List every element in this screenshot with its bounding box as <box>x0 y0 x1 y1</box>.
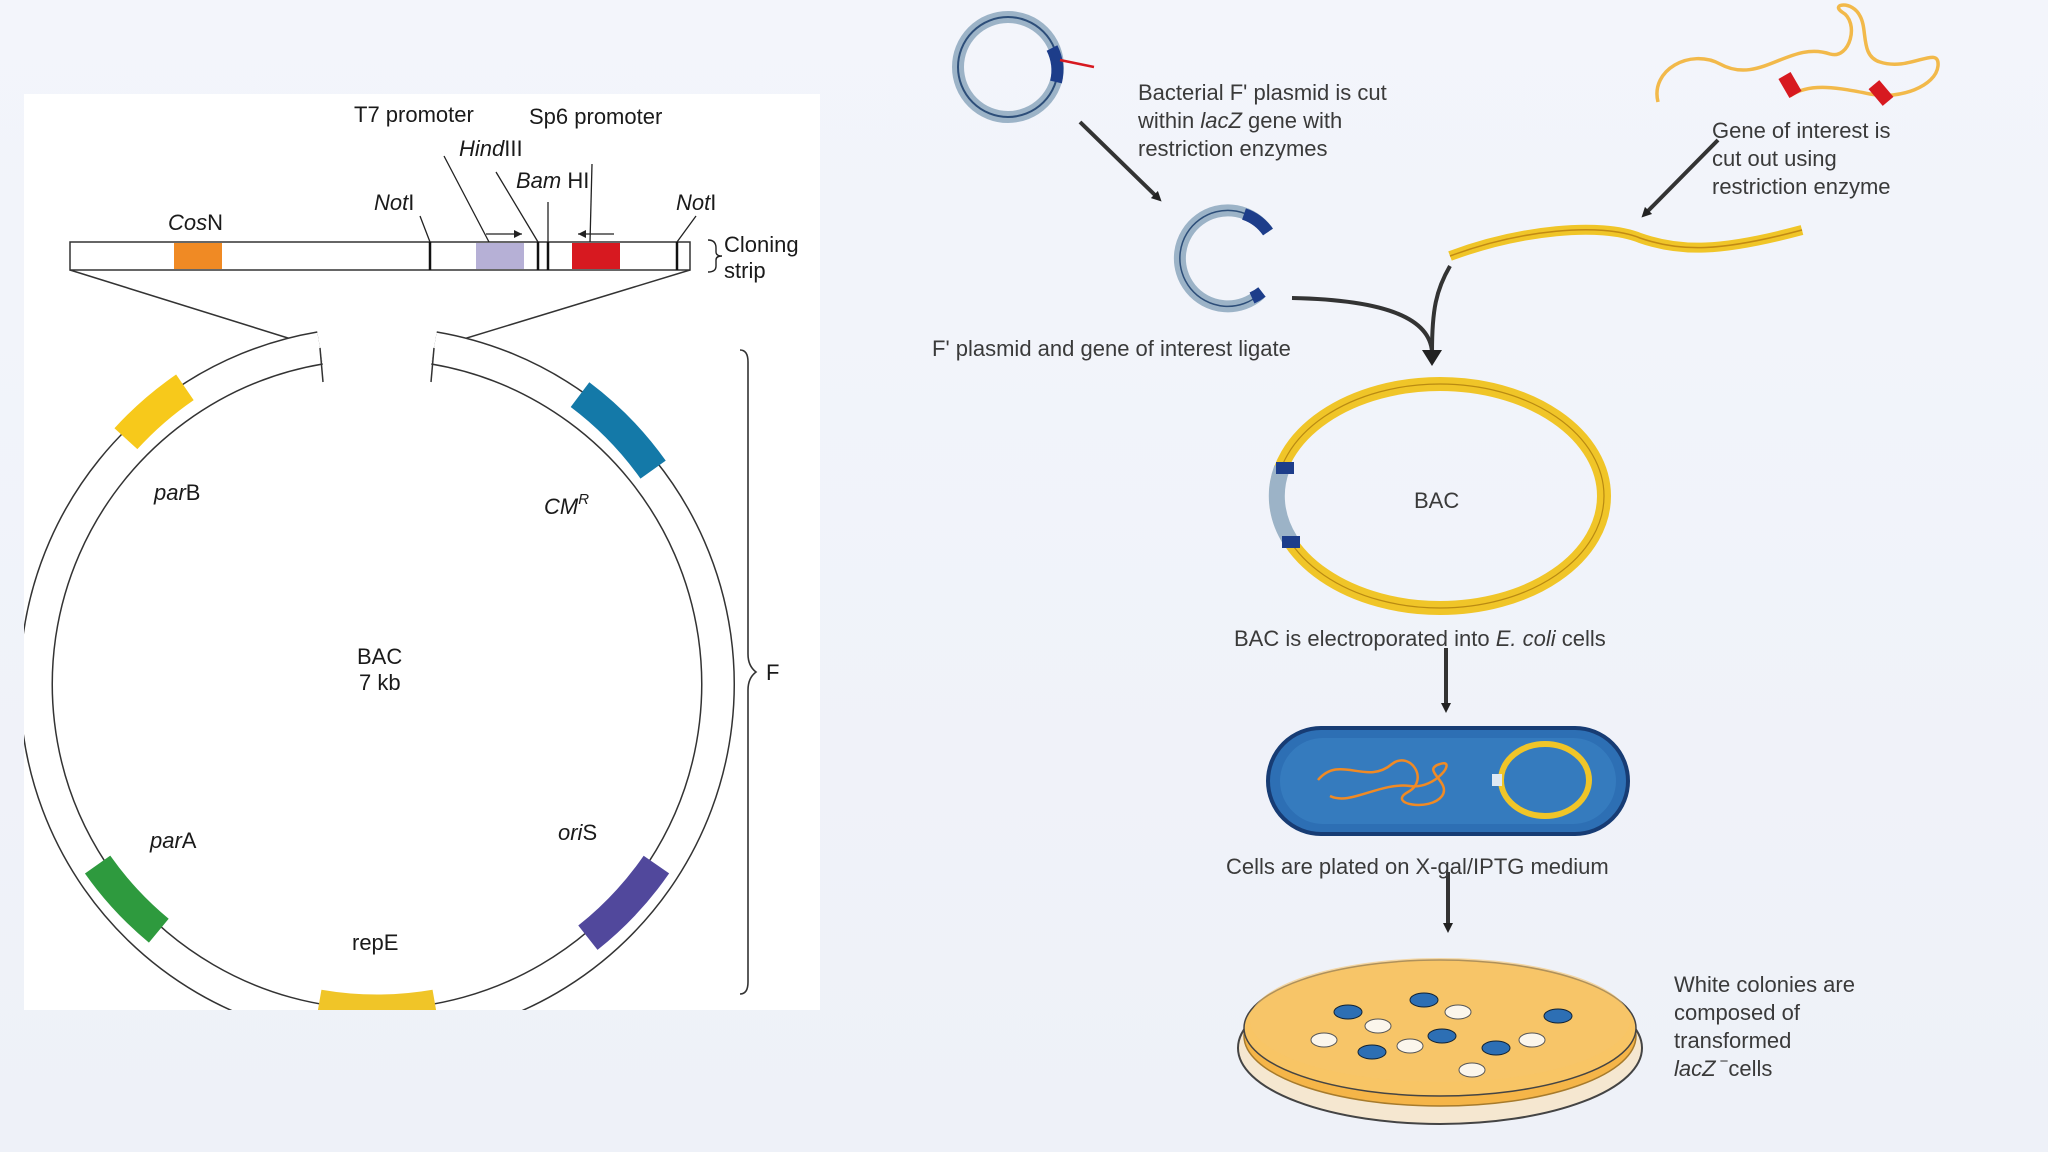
chromosomal-dna <box>1317 759 1448 807</box>
white-colony <box>1396 1038 1424 1054</box>
blue-colony <box>1357 1044 1387 1060</box>
plating-text: Cells are plated on X-gal/IPTG medium <box>1226 854 1609 879</box>
sp6-promoter-label: Sp6 promoter <box>529 104 662 129</box>
f-label: F <box>766 660 779 685</box>
bac-plasmid <box>1268 377 1611 615</box>
white-colony <box>1364 1018 1392 1034</box>
gene-text-line2: cut out using <box>1712 146 1837 171</box>
cosn-segment <box>174 243 222 269</box>
parb-segment <box>114 374 194 450</box>
white-colony <box>1458 1062 1486 1078</box>
ligate-arrowhead <box>1422 350 1442 366</box>
blue-colony <box>1409 992 1439 1008</box>
bac-vector-map: T7 promoter Sp6 promoter HindIII Bam HI … <box>19 102 799 1043</box>
lacz-region <box>1046 45 1064 84</box>
repe-segment <box>316 989 438 1026</box>
bac-label: BAC <box>1414 488 1459 513</box>
white-colony <box>1310 1032 1338 1048</box>
gene-text-line3: restriction enzyme <box>1712 174 1891 199</box>
zoom-line-right <box>433 269 691 349</box>
zoom-line-left <box>69 269 321 349</box>
ligate-curve-right <box>1430 264 1452 353</box>
cloning-strip-label-line2: strip <box>724 258 766 283</box>
t7-promoter-segment <box>476 243 524 269</box>
sp6-direction-arrowhead <box>578 230 586 238</box>
blue-colony <box>1481 1040 1511 1056</box>
bac-vector-map-panel: T7 promoter Sp6 promoter HindIII Bam HI … <box>19 94 820 1043</box>
cmr-segment <box>570 382 666 479</box>
cmr-label: CMR <box>544 491 589 519</box>
bac-in-cell <box>1498 741 1592 819</box>
ring-gap-right-edge <box>430 347 435 383</box>
petri-dish <box>1237 958 1643 1125</box>
ecoli-cell <box>1266 726 1630 836</box>
parb-label: parB <box>153 480 200 505</box>
electroporation-text: BAC is electroporated into E. coli cells <box>1234 626 1606 651</box>
step1-text-line1: Bacterial F' plasmid is cut <box>1138 80 1387 105</box>
arrow-to-gene-fragment <box>1641 138 1720 218</box>
ring-gap-left-edge <box>319 347 324 383</box>
f-plasmid-intact <box>952 11 1095 123</box>
cloning-strip-brace <box>707 239 723 273</box>
step1-text-line2: within lacZ gene with <box>1137 108 1342 133</box>
cosn-label: CosN <box>168 210 223 235</box>
f-brace <box>739 349 758 995</box>
cut-site-left-icon <box>1778 71 1802 99</box>
sp6-promoter-leader <box>589 163 593 243</box>
para-segment <box>84 855 169 943</box>
gene-fragment <box>1448 224 1804 261</box>
hindiii-label: HindIII <box>459 136 523 161</box>
oris-label: oriS <box>558 820 597 845</box>
f-plasmid-cut <box>1173 204 1274 313</box>
t7-promoter-leader <box>443 155 490 243</box>
para-label: parA <box>149 828 197 853</box>
step1-text-line3: restriction enzymes <box>1138 136 1328 161</box>
genomic-dna <box>1655 3 1940 106</box>
white-colonies-text-line3: transformed <box>1674 1028 1791 1053</box>
blue-colony <box>1333 1004 1363 1020</box>
cut-mark-icon <box>1059 58 1095 69</box>
noti-right-leader <box>676 215 697 243</box>
ligate-curve-left <box>1291 296 1434 353</box>
bamhi-label: Bam HI <box>516 168 589 193</box>
white-colonies-text-line4: lacZ−cells <box>1674 1053 1772 1081</box>
t7-promoter-label: T7 promoter <box>354 102 474 127</box>
bac-insert-region <box>1268 465 1297 545</box>
noti-left-leader <box>419 215 431 243</box>
repe-label: repE <box>352 930 398 955</box>
white-colonies-text-line1: White colonies are <box>1674 972 1855 997</box>
gene-fragment-outline <box>1449 229 1803 257</box>
blue-colony <box>1427 1028 1457 1044</box>
sp6-promoter-segment <box>572 243 620 269</box>
ligate-text: F' plasmid and gene of interest ligate <box>932 336 1291 361</box>
noti-right-label: NotI <box>676 190 716 215</box>
white-colony <box>1444 1004 1472 1020</box>
bac-title: BAC <box>357 644 402 669</box>
cloning-strip-label-line1: Cloning <box>724 232 799 257</box>
white-colonies-text-line2: composed of <box>1674 1000 1801 1025</box>
white-colony <box>1518 1032 1546 1048</box>
blue-colony <box>1543 1008 1573 1024</box>
hindiii-leader <box>495 171 539 243</box>
bac-size: 7 kb <box>359 670 401 695</box>
noti-left-label: NotI <box>374 190 414 215</box>
t7-direction-arrowhead <box>514 230 522 238</box>
oris-segment <box>578 855 670 950</box>
cut-site-right-icon <box>1868 80 1894 106</box>
gene-text-line1: Gene of interest is <box>1712 118 1891 143</box>
arrow-to-cut-plasmid <box>1078 120 1162 202</box>
